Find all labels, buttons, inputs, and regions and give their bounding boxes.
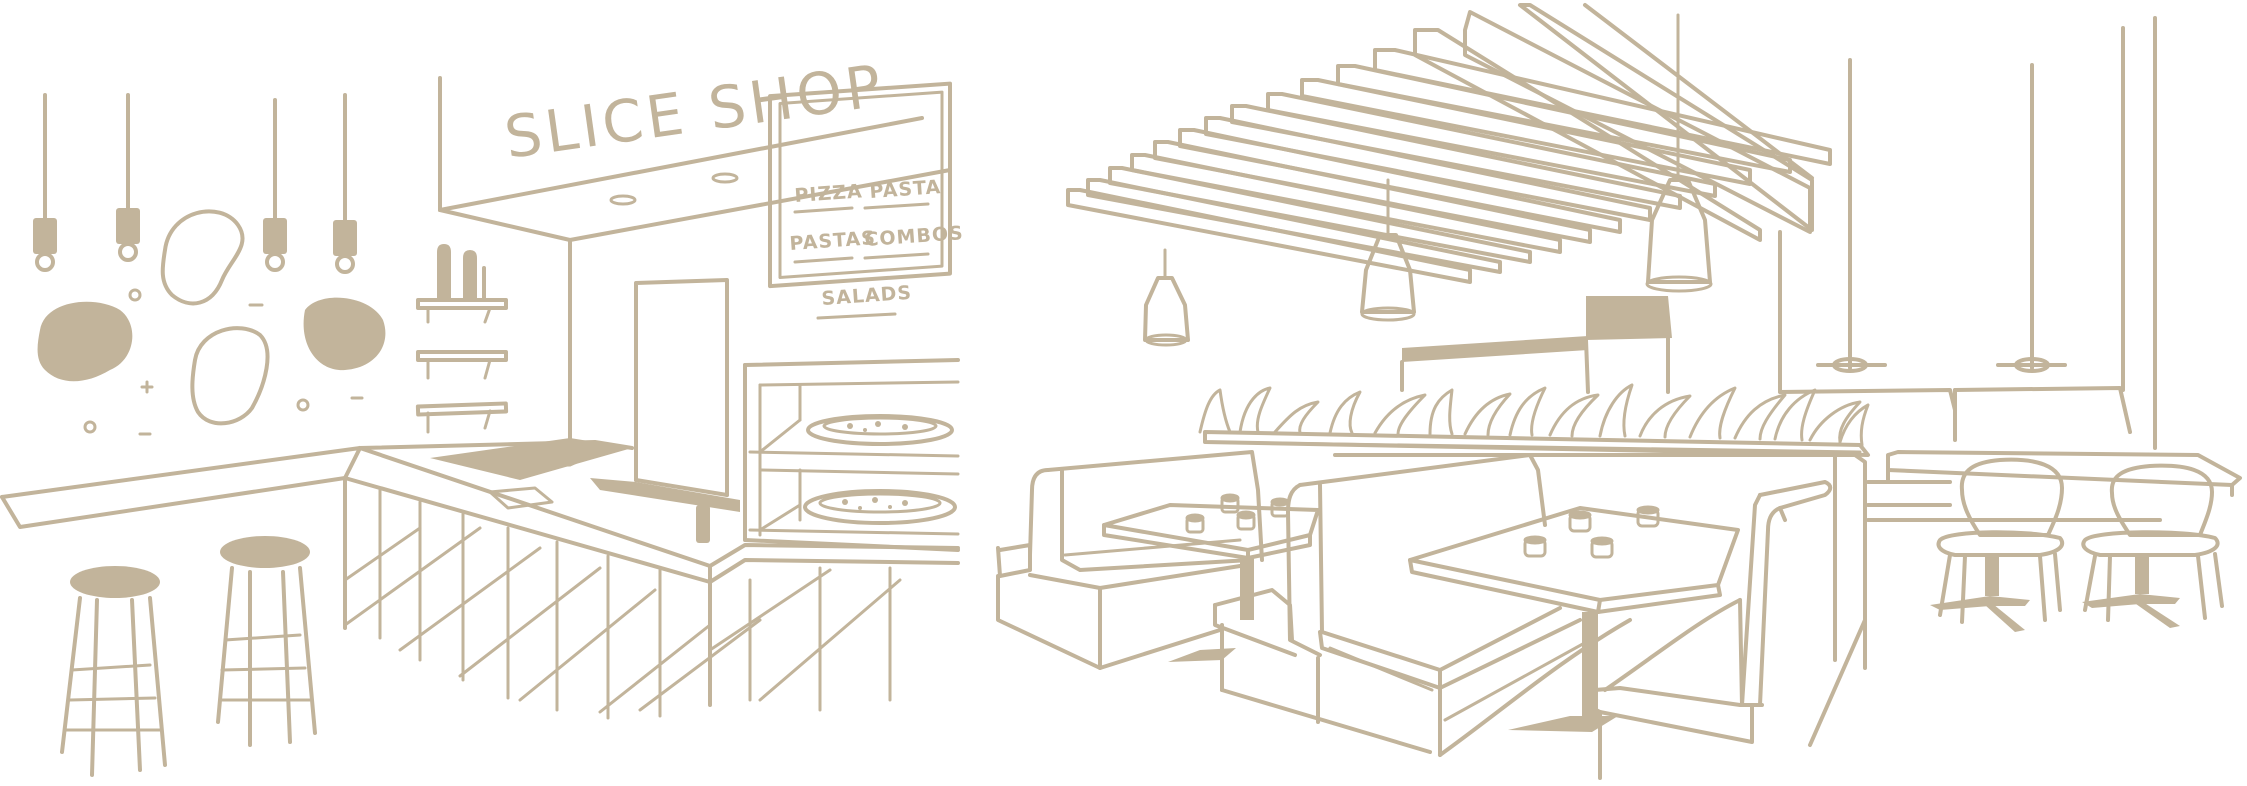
chair-icon bbox=[1930, 457, 2065, 632]
booth-partition bbox=[1333, 453, 1867, 747]
dining-table bbox=[1408, 505, 1740, 732]
ceiling-baffles bbox=[1066, 3, 1832, 284]
booth-seat-icon bbox=[996, 450, 1264, 670]
bar-stool-icon bbox=[60, 566, 167, 777]
dining-table bbox=[1886, 450, 2242, 497]
pizza-icon bbox=[806, 414, 954, 446]
shop-sign: SLICE SHOP bbox=[500, 51, 889, 172]
rear-counter bbox=[1400, 296, 1672, 394]
counter-tile-grid bbox=[343, 488, 902, 720]
menu-item-pizza: PIZZA bbox=[794, 180, 864, 207]
booth-seat-icon bbox=[1588, 480, 1833, 780]
pendant-lamp-icon bbox=[1645, 13, 1713, 293]
pendant-lamp-icon bbox=[1143, 248, 1190, 347]
bar-stool-icon bbox=[216, 536, 317, 747]
booth-seat-icon bbox=[1213, 453, 1632, 757]
wall-decoration bbox=[37, 209, 386, 436]
pendant-lamp-icon bbox=[263, 98, 287, 272]
pendant-lamp-icon bbox=[1360, 178, 1416, 322]
wall-bench bbox=[1778, 386, 2162, 522]
pendant-lamp-icon bbox=[333, 93, 357, 274]
menu-item-salads: SALADS bbox=[821, 282, 913, 310]
pendant-lamp-icon bbox=[33, 93, 57, 272]
back-doorway bbox=[634, 278, 729, 497]
chair-icon bbox=[2081, 463, 2224, 628]
dining-area-scene bbox=[996, 3, 2242, 780]
menu-item-pasta: PASTA bbox=[869, 176, 942, 203]
pizza-counter-scene: SLICE SHOP PIZZA PASTA PASTAS COMBOS SAL… bbox=[0, 51, 964, 777]
planter-icon bbox=[1198, 383, 1870, 457]
dining-table bbox=[1102, 493, 1320, 662]
pizza-counter bbox=[0, 440, 960, 707]
window-frames bbox=[1778, 16, 2157, 450]
pizza-icon bbox=[803, 489, 957, 525]
sign-bulkhead bbox=[438, 76, 952, 442]
pendant-lamp-icon bbox=[116, 93, 140, 262]
menu-board bbox=[768, 81, 952, 320]
wall-shelves bbox=[415, 244, 509, 434]
